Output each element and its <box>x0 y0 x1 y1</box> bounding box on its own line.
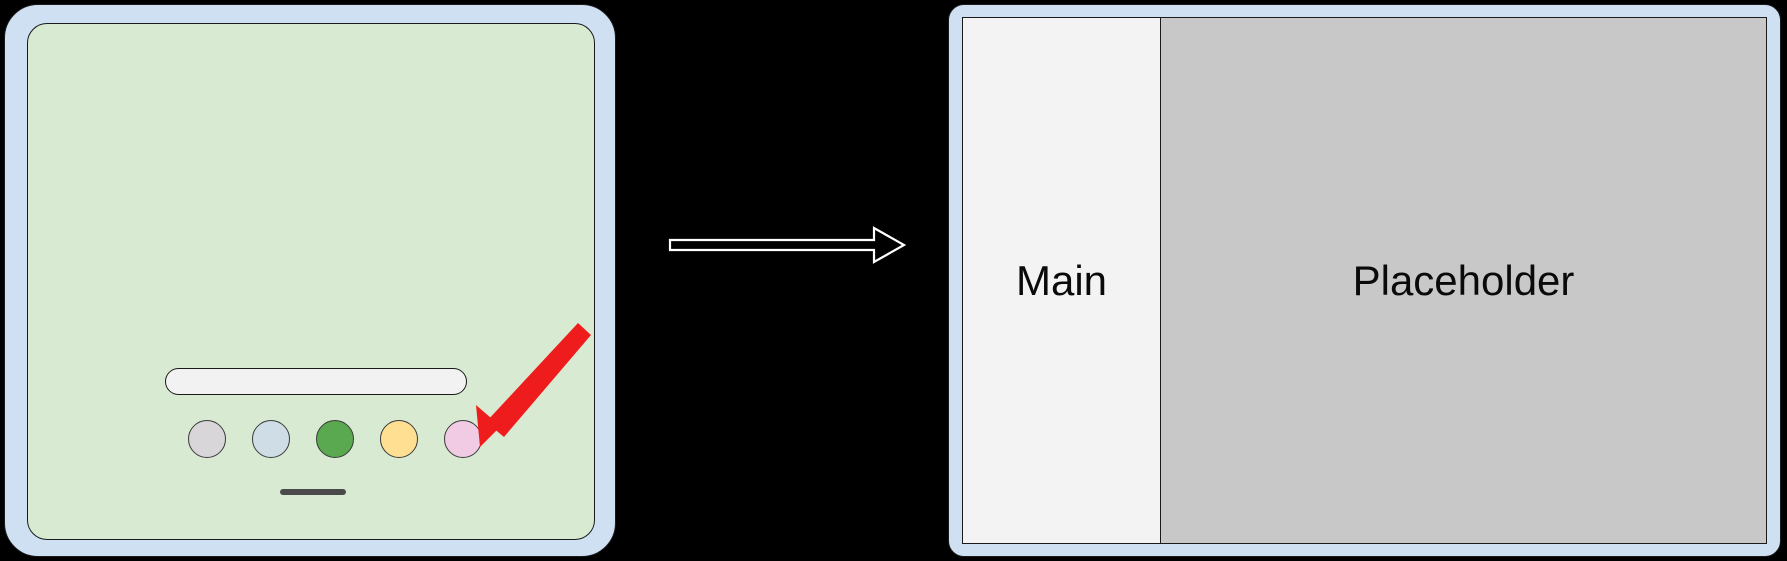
app-dock <box>165 420 483 468</box>
split-view-window-after: Main Placeholder <box>948 4 1781 557</box>
transition-arrow-icon <box>668 226 906 264</box>
tablet-screen <box>27 23 595 540</box>
search-bar[interactable] <box>165 368 467 395</box>
home-indicator <box>280 489 346 495</box>
dock-app-4[interactable] <box>380 420 418 458</box>
split-view-screen: Main Placeholder <box>962 17 1767 544</box>
pane-placeholder-label: Placeholder <box>1352 256 1575 304</box>
pane-placeholder[interactable]: Placeholder <box>1161 18 1766 543</box>
dock-app-3[interactable] <box>316 420 354 458</box>
dock-app-2[interactable] <box>252 420 290 458</box>
pane-main-label: Main <box>1015 256 1108 304</box>
pane-main[interactable]: Main <box>963 18 1161 543</box>
tablet-device-before <box>4 4 616 557</box>
dock-app-5[interactable] <box>444 420 482 458</box>
dock-app-1[interactable] <box>188 420 226 458</box>
